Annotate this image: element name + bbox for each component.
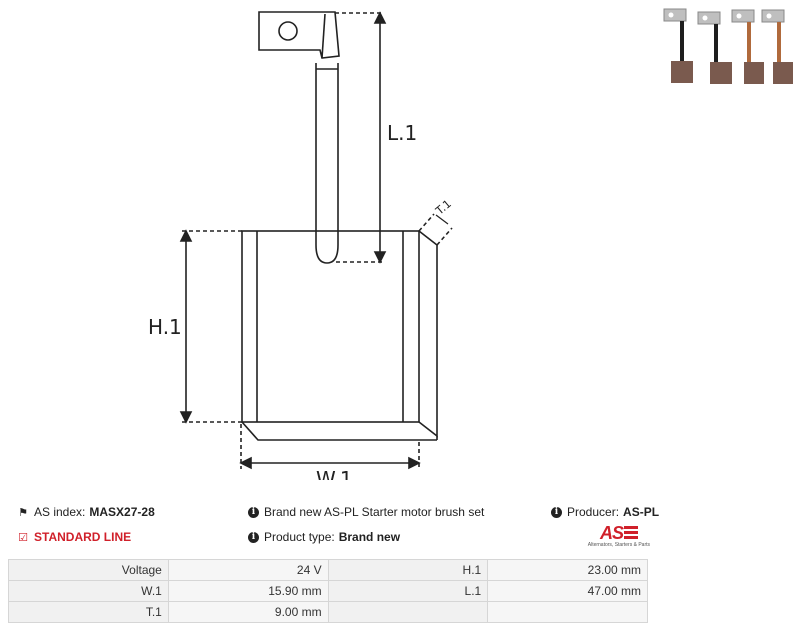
info-icon: i [551, 506, 562, 518]
spec-value: 15.90 mm [167, 580, 329, 602]
label-w1: W.1 [316, 467, 353, 480]
checkbox-icon: ☑ [18, 531, 28, 544]
producer-label: Producer: [567, 505, 620, 519]
as-index-label: AS index: [34, 505, 86, 519]
logo-text: AS [600, 523, 624, 543]
as-index-value: MASX27-28 [89, 505, 155, 519]
brush-photo-4 [761, 9, 793, 84]
spec-label [327, 601, 489, 623]
standard-line: ☑ STANDARD LINE [16, 530, 131, 544]
description-text: Brand new AS-PL Starter motor brush set [264, 505, 485, 519]
spec-label: T.1 [8, 601, 169, 623]
producer: i Producer: AS-PL [551, 505, 659, 519]
terminal-lug [258, 11, 340, 59]
spec-label: L.1 [327, 580, 489, 602]
product-type: i Product type: Brand new [248, 530, 400, 544]
table-row: W.1 15.90 mm L.1 47.00 mm [8, 580, 648, 602]
terminal-hole [278, 21, 298, 41]
description: i Brand new AS-PL Starter motor brush se… [248, 505, 484, 519]
spec-value: 23.00 mm [487, 559, 648, 581]
brush-photo-3 [731, 9, 764, 84]
brush-photo-2 [697, 11, 732, 84]
label-t1: T.1 [433, 197, 454, 218]
spec-table: Voltage 24 V H.1 23.00 mm W.1 15.90 mm L… [8, 559, 648, 623]
brush-cable [315, 63, 339, 264]
brush-body [241, 230, 420, 423]
as-index: ⚑ AS index: MASX27-28 [16, 505, 155, 519]
brush-photo-1 [663, 8, 693, 83]
logo-tagline: Alternators, Starters & Parts [587, 542, 650, 548]
product-type-label: Product type: [264, 530, 335, 544]
info-icon: i [248, 531, 259, 543]
logo-bars-icon [624, 526, 638, 540]
producer-value: AS-PL [623, 505, 660, 519]
spec-value: 9.00 mm [167, 601, 329, 623]
product-type-value: Brand new [338, 530, 401, 544]
spec-label: W.1 [8, 580, 169, 602]
label-h1: H.1 [148, 315, 182, 339]
standard-line-label: STANDARD LINE [34, 530, 132, 544]
as-pl-logo: AS Alternators, Starters & Parts [586, 523, 650, 551]
spec-label: Voltage [8, 559, 169, 581]
brush-drawing: L.1 H.1 W.1 T.1 [148, 11, 454, 480]
spec-label: H.1 [327, 559, 489, 581]
table-row: Voltage 24 V H.1 23.00 mm [8, 559, 648, 581]
spec-value: 47.00 mm [487, 580, 648, 602]
table-row: T.1 9.00 mm [8, 601, 648, 623]
label-l1: L.1 [387, 121, 417, 145]
tags-icon: ⚑ [18, 506, 28, 519]
info-icon: i [248, 506, 259, 518]
brush-set-photo[interactable] [660, 6, 800, 90]
spec-value [487, 601, 648, 623]
spec-value: 24 V [167, 559, 329, 581]
